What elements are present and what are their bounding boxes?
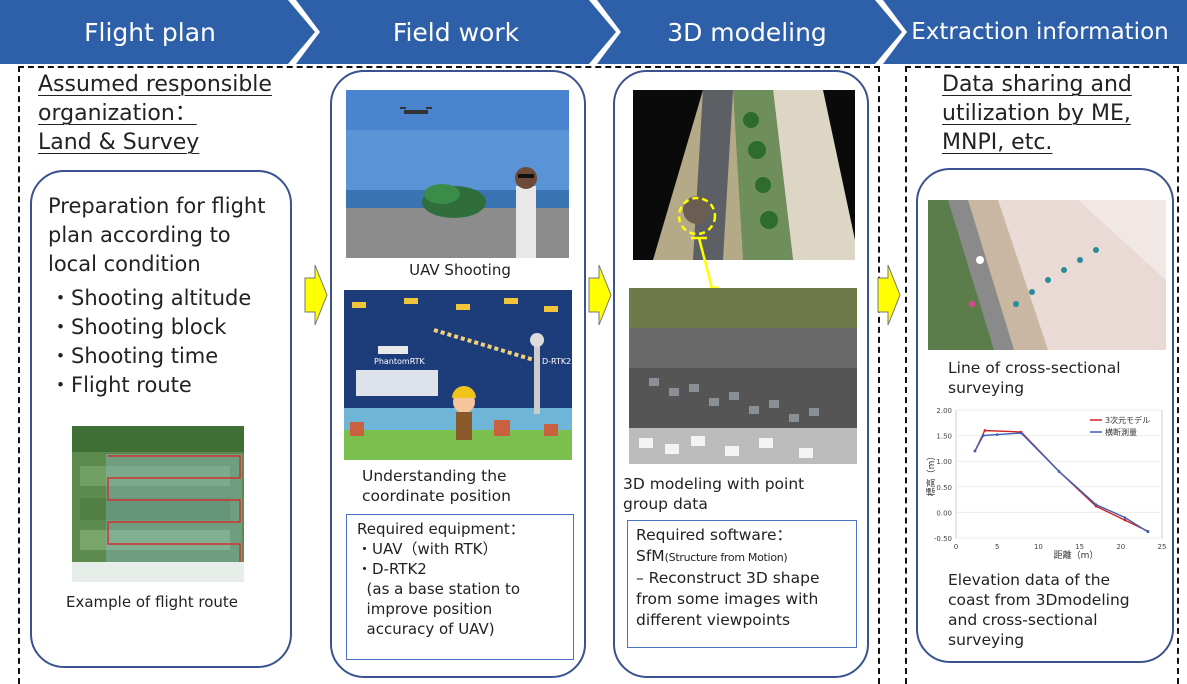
- highlight-circle-icon: [677, 196, 717, 236]
- beach-aerial-photo: [928, 200, 1166, 350]
- equipment-line: ・D-RTK2: [357, 560, 427, 578]
- diagram-drone-label: PhantomRTK: [374, 357, 426, 366]
- point-cloud-image: [629, 288, 857, 464]
- group-frame-left: [18, 66, 880, 684]
- software-desc: – Reconstruct 3D shape: [636, 569, 820, 587]
- chart-xtick-label: 0: [954, 543, 958, 551]
- step-label-field-work: Field work: [392, 17, 520, 47]
- field-work-card: UAV Shooting PhantomRTK D-RTK2 Unders: [330, 70, 586, 678]
- chart-xtick-label: 25: [1158, 543, 1167, 551]
- chart-point: [981, 434, 985, 437]
- chart-point: [973, 449, 977, 453]
- diagram-station-label: D-RTK2: [542, 357, 571, 366]
- route-caption: Example of flight route: [66, 593, 238, 611]
- chevron-arrow-1: [0, 0, 315, 64]
- equipment-line: improve position: [357, 600, 493, 618]
- chart-ytick-label: 2.00: [936, 407, 952, 415]
- chart-ytick-label: 1.00: [936, 458, 952, 466]
- chart-point: [1123, 516, 1127, 519]
- coordinate-caption: Understanding the coordinate position: [362, 467, 511, 505]
- prep-text: Preparation for flight plan according to…: [48, 194, 266, 276]
- chart-series-line: [974, 432, 1149, 533]
- cross-section-caption: Line of cross-sectional surveying: [948, 359, 1121, 397]
- flight-route-photo: [72, 426, 244, 582]
- chart-ytick-label: 0.50: [936, 484, 952, 492]
- software-name: SfM: [636, 547, 665, 565]
- chevron-arrow-4: [883, 0, 1187, 64]
- chart-point: [1146, 530, 1150, 534]
- bullet-list: ・Shooting altitude ・Shooting block ・Shoo…: [50, 284, 290, 400]
- software-name-line: SfM(Structure from Motion): [636, 546, 856, 568]
- chart-xlabel: 距離（m）: [1054, 549, 1099, 561]
- step-label-extraction: Extraction information: [911, 19, 1169, 45]
- uav-shooting-photo: [346, 90, 569, 258]
- flow-arrow-2-icon: [588, 264, 612, 326]
- modeling-card: 3D modeling with point group data Requir…: [613, 70, 869, 678]
- model-caption: 3D modeling with point group data: [623, 475, 805, 513]
- equipment-line: ・UAV（with RTK）: [357, 540, 498, 558]
- software-box: Required software： SfM(Structure from Mo…: [627, 520, 857, 648]
- chart-point: [1019, 431, 1023, 435]
- flight-plan-card: Preparation for flight plan according to…: [30, 170, 292, 668]
- chevron-arrow-2: [296, 0, 616, 64]
- bullet-item: ・Shooting block: [50, 315, 227, 339]
- chart-point: [1094, 503, 1098, 507]
- step-flight-plan: Flight plan: [0, 0, 315, 64]
- extraction-card: Line of cross-sectional surveying 標高（m） …: [916, 168, 1174, 663]
- software-desc: different viewpoints: [636, 611, 791, 629]
- rtk-diagram: PhantomRTK D-RTK2: [344, 290, 572, 460]
- bullet-item: ・Shooting time: [50, 344, 219, 368]
- chart-legend-label: 3次元モデル: [1105, 415, 1150, 425]
- bullet-item: ・Flight route: [50, 373, 192, 397]
- chart-legend-label: 横断測量: [1105, 427, 1137, 437]
- bullet-item: ・Shooting altitude: [50, 286, 252, 310]
- software-title: Required software：: [636, 526, 792, 544]
- step-label-3d-modeling: 3D modeling: [667, 17, 827, 47]
- chart-point: [995, 433, 999, 436]
- step-3d-modeling: 3D modeling: [597, 0, 902, 64]
- software-full-name: (Structure from Motion): [664, 551, 788, 564]
- equipment-line: accuracy of UAV): [357, 620, 495, 638]
- sharing-title: Data sharing and utilization by ME, MNPI…: [942, 72, 1132, 155]
- chevron-arrow-3: [597, 0, 902, 64]
- chart-xtick-label: 15: [1075, 543, 1084, 551]
- equipment-line: Required equipment：: [357, 520, 525, 538]
- chart-ylabel: 標高（m）: [925, 452, 937, 497]
- elevation-chart: 標高（m） 距離（m） 2.00 1.50 1.00 0.50 0.00 -0.500 5 1…: [925, 407, 1167, 561]
- elevation-caption: Elevation data of the coast from 3Dmodel…: [948, 571, 1130, 649]
- chart-ytick-label: 1.50: [936, 433, 952, 441]
- org-title: Assumed responsible organization： Land &…: [38, 72, 272, 155]
- chart-ytick-label: -0.50: [934, 535, 952, 543]
- chart-point: [1057, 470, 1061, 473]
- group-frame-right: [905, 66, 1179, 684]
- equipment-box: Required equipment： ・UAV（with RTK） ・D-RT…: [346, 514, 574, 660]
- flow-arrow-3-icon: [877, 264, 901, 326]
- chart-xtick-label: 10: [1034, 543, 1043, 551]
- chart-ytick-label: 0.00: [936, 509, 952, 517]
- flow-arrow-1-icon: [304, 264, 328, 326]
- software-desc: from some images with: [636, 590, 819, 608]
- step-field-work: Field work: [296, 0, 616, 64]
- equipment-line: (as a base station to: [357, 580, 521, 598]
- step-extraction: Extraction information: [883, 0, 1187, 64]
- aerial-model-image: [633, 90, 855, 260]
- chart-xtick-label: 20: [1116, 543, 1125, 551]
- step-label-flight-plan: Flight plan: [84, 17, 216, 47]
- chart-point: [983, 429, 987, 432]
- chart-point: [1123, 518, 1127, 522]
- chart-xtick-label: 5: [995, 543, 999, 551]
- uav-caption: UAV Shooting: [409, 261, 511, 279]
